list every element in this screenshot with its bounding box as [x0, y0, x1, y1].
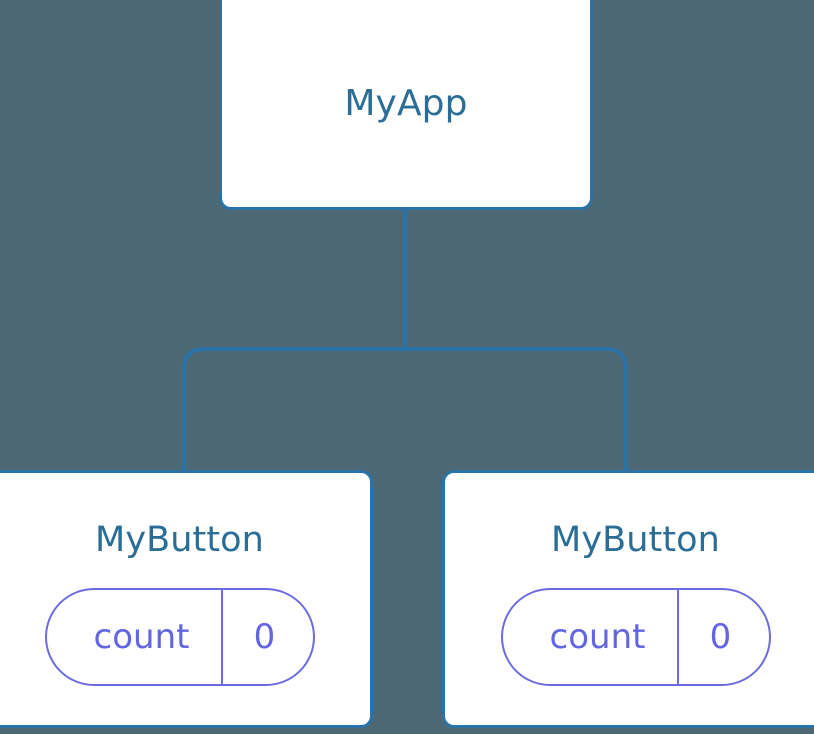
node-mybutton-left-title: MyButton: [95, 520, 264, 560]
node-mybutton-right[interactable]: MyButton count 0: [442, 470, 814, 728]
connector-branch-bar: [182, 347, 628, 476]
state-pill-left-divider: [220, 589, 223, 684]
node-myapp-title: MyApp: [344, 83, 468, 125]
state-pill-right-key: count: [549, 616, 646, 657]
node-mybutton-left[interactable]: MyButton count 0: [0, 470, 373, 728]
state-pill-left-value: 0: [253, 616, 276, 657]
state-pill-right-value: 0: [709, 616, 732, 657]
state-pill-left-key: count: [93, 616, 190, 657]
state-pill-right[interactable]: count 0: [500, 587, 771, 686]
state-pill-left[interactable]: count 0: [44, 587, 315, 686]
state-pill-right-divider: [676, 589, 679, 684]
node-myapp[interactable]: MyApp: [219, 0, 593, 210]
node-mybutton-right-title: MyButton: [551, 520, 720, 560]
